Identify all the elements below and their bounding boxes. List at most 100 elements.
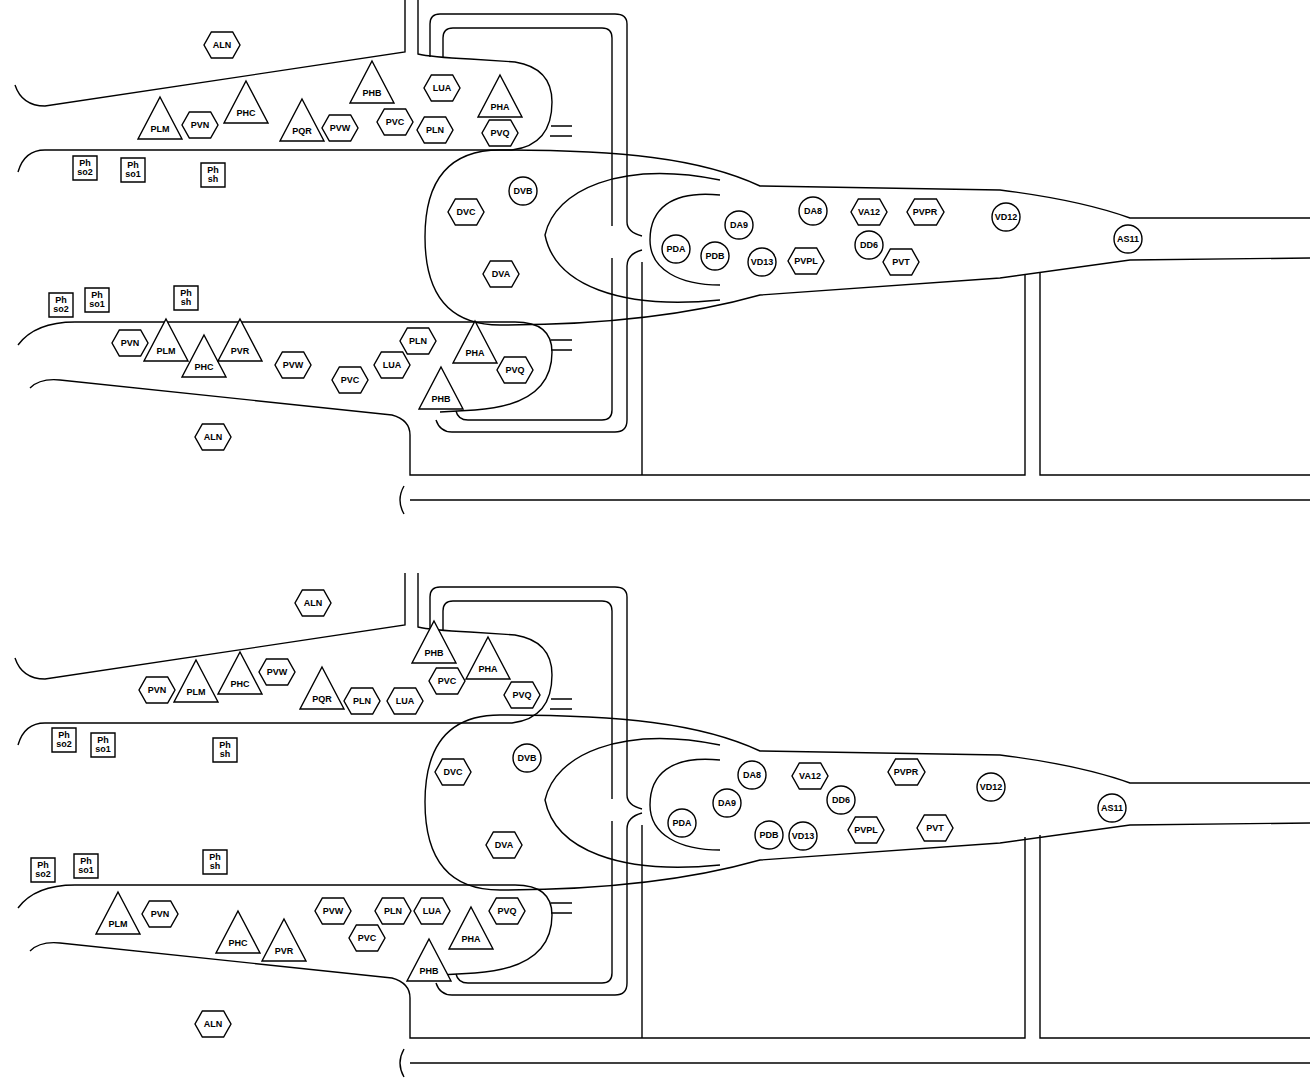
cell-name: PHA [461, 935, 480, 944]
cell-name: Ph so2 [75, 159, 95, 177]
circle-cell: PDA [661, 234, 691, 264]
triangle-cell: PVR [217, 318, 263, 362]
triangle-cell: PHC [215, 910, 261, 954]
cell-shape [377, 109, 413, 135]
cell-name: VD13 [792, 832, 815, 841]
cell-name: PVQ [505, 366, 524, 375]
cell-shape [412, 621, 456, 663]
hexagon-cell: PVN [111, 329, 149, 357]
cell-name: PLN [426, 126, 444, 135]
cell-shape [400, 328, 436, 354]
cell-shape [387, 688, 423, 714]
cell-name: DA9 [718, 799, 736, 808]
cell-name: DA8 [743, 771, 761, 780]
cell-name: DVB [517, 754, 536, 763]
cell-shape [213, 738, 237, 762]
cell-shape [259, 659, 295, 685]
cell-shape [668, 809, 696, 837]
circle-cell: AS11 [1097, 793, 1127, 823]
cell-name: PQR [312, 695, 332, 704]
circle-cell: VD12 [976, 772, 1006, 802]
circle-cell: DA8 [798, 196, 828, 226]
cell-shape [52, 728, 76, 752]
cell-name: PHC [236, 109, 255, 118]
cell-name: PVC [358, 934, 377, 943]
cell-name: Ph so2 [33, 861, 53, 879]
cell-name: Ph so1 [87, 291, 107, 309]
cell-name: DVB [513, 187, 532, 196]
cell-name: PVQ [512, 691, 531, 700]
cell-shape [429, 668, 465, 694]
cell-name: PVN [191, 121, 210, 130]
cell-name: VA12 [858, 208, 880, 217]
cell-name: PVT [892, 258, 910, 267]
square-cell: Ph sh [173, 285, 199, 311]
triangle-cell: PHA [477, 74, 523, 118]
cell-name: PVW [330, 124, 351, 133]
triangle-cell: PHA [452, 320, 498, 364]
cell-shape [201, 163, 225, 187]
hexagon-cell: PVN [181, 111, 219, 139]
cell-name: PVPR [894, 768, 919, 777]
cell-name: PVPL [854, 826, 878, 835]
cell-shape [448, 199, 484, 225]
hexagon-cell: PVPR [906, 198, 945, 226]
hexagon-cell: PVW [314, 897, 352, 925]
cell-shape [322, 115, 358, 141]
cell-shape [504, 682, 540, 708]
cell-name: PHB [424, 649, 443, 658]
cell-shape [112, 330, 148, 356]
cell-shape [121, 158, 145, 182]
cell-shape [85, 288, 109, 312]
cell-name: PVQ [490, 129, 509, 138]
cell-shape [489, 898, 525, 924]
hexagon-cell: PVC [331, 366, 369, 394]
hexagon-cell: PLN [343, 687, 381, 715]
hexagon-cell: PLN [374, 897, 412, 925]
hexagon-cell: DVC [434, 758, 472, 786]
cell-shape [513, 744, 541, 772]
cell-shape [142, 901, 178, 927]
cell-shape [96, 892, 140, 934]
hexagon-cell: LUA [386, 687, 424, 715]
cell-name: DVC [443, 768, 462, 777]
cell-name: Ph so1 [93, 736, 113, 754]
cell-name: LUA [396, 697, 415, 706]
hexagon-cell: ALN [194, 423, 232, 451]
cell-shape [195, 1011, 231, 1037]
hexagon-cell: PVW [321, 114, 359, 142]
square-cell: Ph so1 [120, 157, 146, 183]
cell-name: PVC [341, 376, 360, 385]
triangle-cell: PLM [143, 318, 189, 362]
triangle-cell: PHB [406, 938, 452, 982]
cell-shape [218, 652, 262, 694]
cell-name: PHB [431, 395, 450, 404]
hexagon-cell: PVC [376, 108, 414, 136]
hexagon-cell: PVQ [503, 681, 541, 709]
cell-shape [509, 177, 537, 205]
cell-shape [204, 32, 240, 58]
lower-lobe-top [18, 250, 1310, 514]
cell-name: DD6 [832, 796, 850, 805]
cell-shape [701, 242, 729, 270]
cell-shape [792, 763, 828, 789]
triangle-cell: PVR [261, 918, 307, 962]
cell-shape [1098, 794, 1126, 822]
cell-name: PVC [386, 118, 405, 127]
cell-shape [417, 117, 453, 143]
cell-name: PHA [490, 103, 509, 112]
cell-shape [300, 667, 344, 709]
hexagon-cell: VA12 [850, 198, 888, 226]
cell-shape [662, 235, 690, 263]
triangle-cell: PQR [299, 666, 345, 710]
cell-name: PHA [478, 665, 497, 674]
cell-name: DVA [495, 841, 513, 850]
hexagon-cell: DVA [482, 260, 520, 288]
cell-name: DVC [456, 208, 475, 217]
triangle-cell: PHC [217, 651, 263, 695]
cell-name: PLN [409, 337, 427, 346]
cell-shape [497, 357, 533, 383]
cell-name: Ph sh [176, 289, 196, 307]
